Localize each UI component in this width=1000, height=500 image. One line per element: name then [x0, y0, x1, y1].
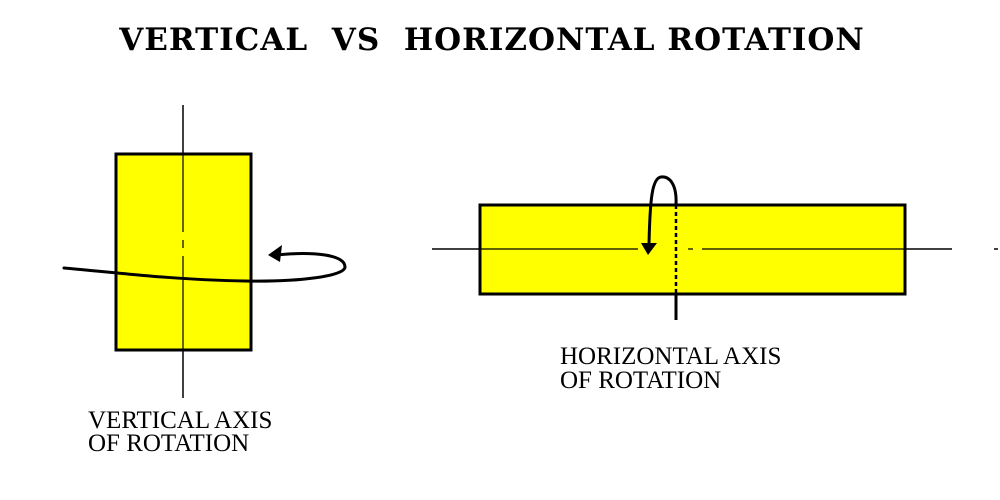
horizontal-axis-label-line2: OF ROTATION	[560, 367, 721, 394]
diagram-title: VERTICAL VS HORIZONTAL ROTATION	[118, 22, 865, 58]
vertical-rotation-figure: VERTICAL AXIS OF ROTATION	[62, 105, 347, 457]
horizontal-rotation-curve	[647, 175, 678, 246]
horizontal-rotation-arrowhead	[641, 243, 657, 255]
vertical-rotation-curve	[62, 252, 347, 283]
horizontal-axis-label-line1: HORIZONTAL AXIS	[560, 343, 781, 370]
vertical-axis-label-line2: OF ROTATION	[88, 430, 249, 457]
vertical-rotation-arrowhead	[268, 245, 282, 262]
vertical-axis-label-line1: VERTICAL AXIS	[88, 407, 272, 434]
horizontal-rotation-figure: HORIZONTAL AXIS OF ROTATION	[432, 175, 998, 394]
